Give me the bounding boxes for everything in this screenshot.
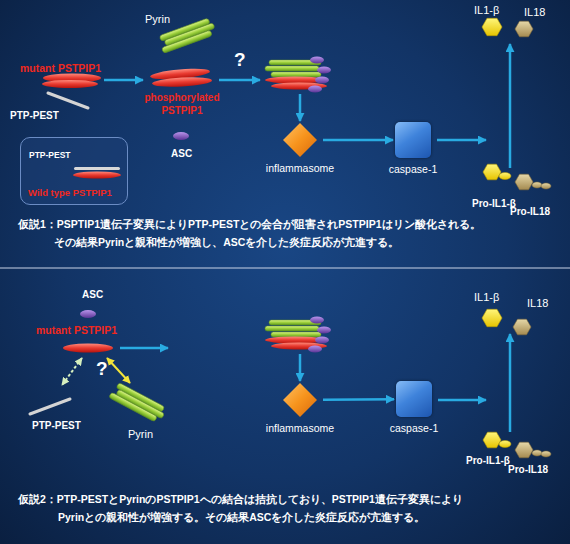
molecule-label: ASC	[171, 148, 192, 160]
molecule-label: PTP-PEST	[32, 420, 81, 432]
flow-arrow	[219, 79, 260, 82]
complex	[265, 57, 331, 93]
inset-panel: PTP-PEST Wild type PSTPIP1	[20, 137, 128, 205]
pro-il1b	[483, 432, 511, 448]
molecule-label: mutant PSTPIP1	[20, 62, 101, 75]
question-mark: ?	[96, 358, 108, 381]
molecule-label: IL18	[527, 297, 548, 310]
inflammasome-diamond: inflammasome	[283, 123, 317, 157]
diamond-outline	[283, 123, 317, 157]
flow-arrow	[299, 94, 302, 121]
binding-arrow	[107, 358, 130, 383]
molecule-label: mutant PSTPIP1	[36, 324, 117, 337]
il1b-hexagon	[482, 18, 502, 35]
node-text: inflammasome	[266, 422, 334, 434]
hypothesis-text: 仮説1：PSPTIP1遺伝子変異によりPTP-PESTとの会合が阻害されPSTP…	[18, 218, 481, 231]
node-text: PTP-PEST	[29, 151, 71, 161]
node-text: inflammasome	[266, 162, 334, 174]
asc-molecule	[80, 310, 96, 318]
molecule-label: Pyrin	[145, 13, 170, 26]
flow-arrow	[509, 44, 512, 168]
diamond-shape	[283, 383, 317, 417]
molecule-label: Pro-IL1-β	[472, 198, 516, 210]
molecule-label: Pro-IL18	[508, 464, 548, 476]
molecule-label: IL1-β	[474, 4, 499, 17]
caspase-box: caspase-1	[395, 122, 431, 158]
molecule-label: phosphorylated PSTPIP1	[136, 92, 228, 117]
pro-il18	[515, 174, 551, 190]
il18-hexagon	[515, 21, 533, 37]
asc-molecule	[173, 132, 189, 140]
node-text: caspase-1	[390, 422, 438, 434]
phosphorylated-pstpip1	[150, 67, 212, 88]
binding-arrow	[62, 358, 82, 385]
mutant-pstpip1	[42, 74, 101, 89]
molecule-label: Pro-IL1-β	[466, 455, 510, 467]
il18-hexagon	[513, 319, 531, 335]
diamond-shape	[283, 123, 317, 157]
molecule-label: Pro-IL18	[510, 206, 550, 218]
pyrin-rods	[109, 382, 168, 425]
molecule-label: IL1-β	[474, 291, 499, 304]
hypothesis-text: 仮説2：PTP-PESTとPyrinのPSTPIP1への結合は拮抗しており、PS…	[18, 493, 463, 506]
flow-arrow	[120, 347, 168, 350]
il1b-hexagon	[482, 309, 502, 326]
molecule-label: PTP-PEST	[10, 110, 59, 122]
flow-connector	[323, 398, 394, 401]
flow-arrow	[437, 139, 486, 142]
panel-separator	[0, 268, 570, 269]
flow-arrow	[438, 399, 486, 402]
molecule-label: ASC	[82, 289, 103, 301]
pro-il18	[515, 442, 551, 458]
hypothesis-text: その結果Pyrinと親和性が増強し、ASCを介した炎症反応が亢進する。	[54, 236, 399, 249]
inflammasome-diamond: inflammasome	[283, 383, 317, 417]
complex	[265, 317, 331, 353]
molecule-label: IL18	[524, 6, 545, 19]
edge-layer	[323, 140, 394, 400]
hypothesis-text: Pyrinとの親和性が増強する。その結果ASCを介した炎症反応が亢進する。	[58, 511, 425, 524]
flow-arrow	[299, 354, 302, 381]
flow-connector	[323, 139, 393, 142]
caspase-box: caspase-1	[396, 381, 432, 417]
ptp-pest-bar	[30, 399, 70, 414]
molecule-label: Pyrin	[128, 428, 153, 441]
node-text: caspase-1	[389, 163, 437, 175]
node-text: Wild type PSTPIP1	[28, 188, 112, 199]
ptp-pest-bar	[48, 93, 88, 108]
question-mark: ?	[234, 49, 246, 72]
flow-arrow	[104, 79, 143, 82]
flow-arrow	[509, 334, 512, 432]
pro-il1b	[483, 164, 511, 180]
mutant-pstpip1	[63, 344, 113, 353]
diamond-outline	[283, 383, 317, 417]
